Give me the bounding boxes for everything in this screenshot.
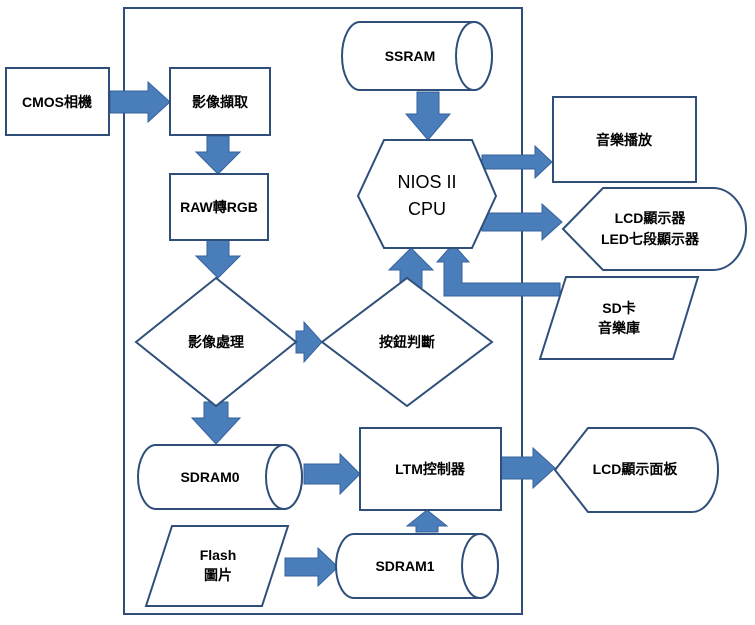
arrow-flash-to-sdram1 <box>284 546 339 588</box>
arrow-cmos-to-capture <box>109 80 171 124</box>
arrow-ltm-to-panel <box>500 446 556 490</box>
raw-to-rgb-node: RAW轉RGB <box>169 173 269 241</box>
arrow-processing-to-sdram0 <box>190 401 242 445</box>
audio-playback-node: 音樂播放 <box>552 96 697 183</box>
image-capture-node: 影像擷取 <box>169 67 271 136</box>
arrow-sdram0-to-ltm <box>303 452 361 496</box>
sd-card-label-line2: 音樂庫 <box>598 320 640 336</box>
arrow-capture-to-raw <box>194 135 242 175</box>
cpu-label-line1: NIOS II <box>397 172 456 192</box>
arrow-sd-to-cpu <box>435 243 561 297</box>
lcd-display-label-line2: LED七段顯示器 <box>601 231 700 247</box>
nios-cpu-node: NIOS II CPU <box>356 139 498 249</box>
cmos-camera-node: CMOS相機 <box>5 67 110 136</box>
sdram0-label: SDRAM0 <box>180 469 239 485</box>
image-capture-label: 影像擷取 <box>192 94 249 110</box>
raw-to-rgb-label: RAW轉RGB <box>180 199 258 215</box>
system-boundary <box>123 7 523 615</box>
lcd-panel-node: LCD顯示面板 <box>553 427 719 513</box>
audio-playback-label: 音樂播放 <box>596 132 653 148</box>
arrow-ssram-to-cpu <box>404 91 452 141</box>
cmos-camera-label: CMOS相機 <box>22 94 92 110</box>
sdram1-label: SDRAM1 <box>375 558 434 574</box>
arrow-raw-to-processing <box>194 239 242 279</box>
button-check-label: 按鈕判斷 <box>379 334 435 350</box>
lcd-led-display-node: LCD顯示器 LED七段顯示器 <box>561 187 747 271</box>
arrow-cpu-to-audio <box>481 144 553 180</box>
ltm-controller-label: LTM控制器 <box>395 461 466 477</box>
ssram-node: SSRAM <box>341 21 493 91</box>
arrow-sdram1-to-ltm <box>405 509 449 533</box>
arrow-processing-to-button <box>295 320 323 364</box>
ssram-label: SSRAM <box>385 48 436 64</box>
image-processing-node: 影像處理 <box>134 276 298 408</box>
sdram1-node: SDRAM1 <box>335 533 499 599</box>
flash-label-line1: Flash <box>200 547 237 563</box>
lcd-panel-label: LCD顯示面板 <box>593 461 679 477</box>
lcd-display-label-line1: LCD顯示器 <box>615 210 687 226</box>
ltm-controller-node: LTM控制器 <box>359 427 502 511</box>
image-processing-label: 影像處理 <box>188 334 244 350</box>
flash-label-line2: 圖片 <box>204 567 232 583</box>
cpu-label-line2: CPU <box>408 199 446 219</box>
sd-card-label-line1: SD卡 <box>602 300 635 316</box>
arrow-cpu-to-lcd <box>481 202 563 242</box>
sdram0-node: SDRAM0 <box>137 444 303 510</box>
button-check-node: 按鈕判斷 <box>320 276 494 408</box>
sd-card-node: SD卡 音樂庫 <box>538 276 700 360</box>
flash-images-node: Flash 圖片 <box>144 525 290 607</box>
